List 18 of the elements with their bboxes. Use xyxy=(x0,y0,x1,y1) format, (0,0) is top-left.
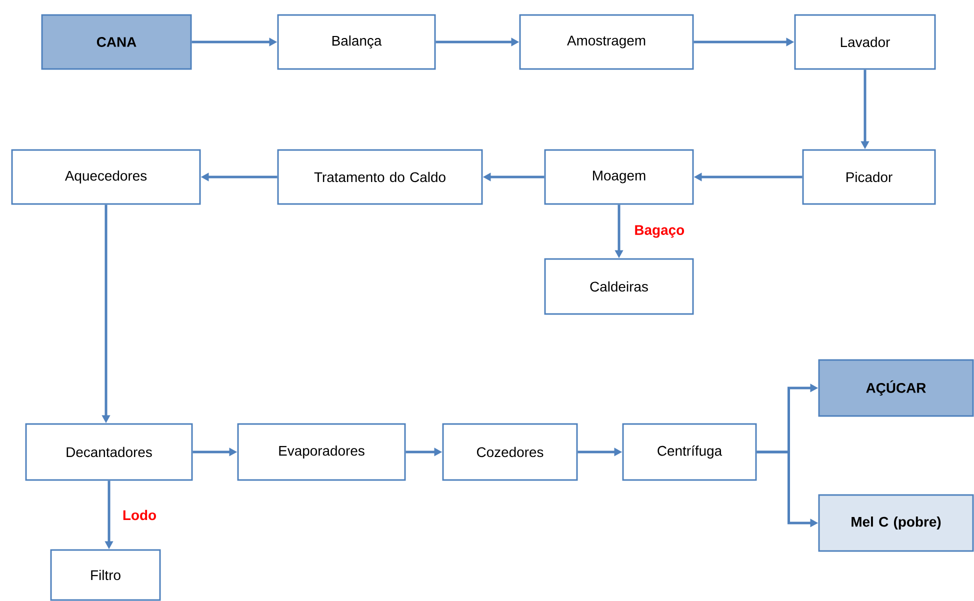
process-box: Lavador xyxy=(794,14,936,70)
edge-label: Bagaço xyxy=(633,224,686,239)
process-box: Tratamento do Caldo xyxy=(277,149,483,205)
process-box: Cozedores xyxy=(442,423,578,481)
product-box: CANA xyxy=(41,14,192,70)
process-box: Picador xyxy=(802,149,936,205)
process-box: Centrífuga xyxy=(622,423,757,481)
edge-label: Lodo xyxy=(121,508,158,522)
process-box: Filtro xyxy=(50,549,161,601)
process-box: Evaporadores xyxy=(237,423,406,481)
process-box: Decantadores xyxy=(25,423,193,481)
process-box: Caldeiras xyxy=(544,258,694,315)
process-box: Balança xyxy=(277,14,436,70)
process-box: Amostragem xyxy=(519,14,694,70)
process-box: Aquecedores xyxy=(11,149,201,205)
product-box: Mel C (pobre) xyxy=(818,494,974,552)
product-box: AÇÚCAR xyxy=(818,359,974,417)
process-box: Moagem xyxy=(544,149,694,205)
